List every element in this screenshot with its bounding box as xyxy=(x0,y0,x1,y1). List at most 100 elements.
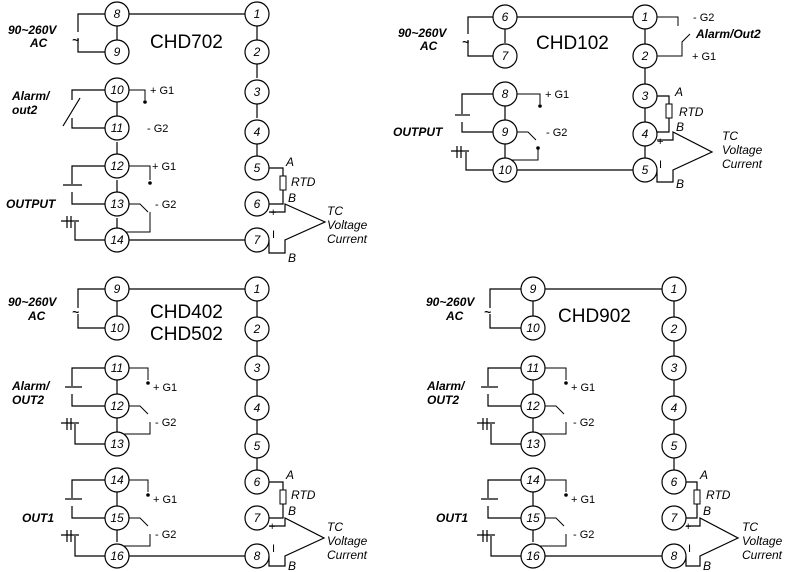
rtd-label: RTD xyxy=(706,488,731,502)
terminal-number: 7 xyxy=(254,233,262,247)
terminal-number: 9 xyxy=(114,45,121,59)
alarm-label: OUT2 xyxy=(427,393,459,407)
terminal-number: 3 xyxy=(254,361,261,375)
terminal-number: 5 xyxy=(254,439,261,453)
terminal-number: 2 xyxy=(670,322,678,336)
terminal-circle xyxy=(520,467,546,493)
terminal-circle xyxy=(104,315,130,341)
terminal-number: 14 xyxy=(110,233,124,247)
terminal-circle xyxy=(244,505,270,531)
voltage-label: Voltage xyxy=(327,534,368,548)
model-name-chd502: CHD502 xyxy=(150,324,223,345)
terminal-circle xyxy=(492,157,518,183)
tc-plus-sign: + xyxy=(657,136,663,148)
terminal-number: 8 xyxy=(254,549,261,563)
terminal-circle xyxy=(244,469,270,495)
terminal-number: 15 xyxy=(526,511,540,525)
terminal-circle xyxy=(492,81,518,107)
terminal-circle xyxy=(632,157,658,183)
terminal-number: 6 xyxy=(671,475,678,489)
terminal-circle xyxy=(661,543,687,569)
terminal-number: 10 xyxy=(526,321,540,335)
terminal-number: 5 xyxy=(642,163,649,177)
ac-label: AC xyxy=(419,39,438,53)
terminal-number: 16 xyxy=(110,549,124,563)
tc-terminal-b: B xyxy=(703,559,711,572)
terminal-circle xyxy=(492,4,518,30)
terminal-number: 8 xyxy=(671,549,678,563)
tc-minus-sign: I xyxy=(272,543,275,555)
terminal-circle xyxy=(520,315,546,341)
terminal-number: 1 xyxy=(254,282,261,296)
terminal-number: 14 xyxy=(110,473,124,487)
rtd-terminal-b: B xyxy=(676,120,684,134)
terminal-circle xyxy=(104,39,130,65)
terminal-number: 6 xyxy=(254,197,261,211)
terminal-circle xyxy=(520,543,546,569)
ac-voltage-label: 90~260V xyxy=(8,295,57,309)
tc-label: TC xyxy=(742,520,758,534)
ac-tilde: ~ xyxy=(72,305,79,319)
terminal-circle xyxy=(244,119,270,145)
terminal-circle xyxy=(661,316,687,342)
g2-sign: - G2 xyxy=(155,199,176,211)
terminal-circle xyxy=(244,155,270,181)
alarm-label: Alarm/ xyxy=(11,89,51,103)
tc-minus-sign: I xyxy=(688,543,691,555)
terminal-circle xyxy=(520,276,546,302)
terminal-number: 15 xyxy=(110,511,124,525)
terminal-number: 3 xyxy=(671,361,678,375)
terminal-number: 2 xyxy=(253,322,261,336)
terminal-circle xyxy=(520,355,546,381)
output-label: OUT1 xyxy=(22,511,54,525)
terminal-number: 4 xyxy=(671,401,678,415)
terminal-circle xyxy=(492,43,518,69)
rtd-terminal-b: B xyxy=(703,504,711,518)
terminal-number: 7 xyxy=(254,511,262,525)
g2-sign: - G2 xyxy=(147,123,168,135)
terminal-number: 7 xyxy=(502,49,510,63)
tc-terminal-b: B xyxy=(676,177,684,191)
terminal-number: 12 xyxy=(110,399,124,413)
terminal-number: 13 xyxy=(110,437,124,451)
terminal-circle xyxy=(104,77,130,103)
terminal-number: 14 xyxy=(526,473,540,487)
terminal-circle xyxy=(104,467,130,493)
ac-label: AC xyxy=(29,36,48,50)
ac-voltage-label: 90~260V xyxy=(398,26,447,40)
g1-sign: + G1 xyxy=(153,382,177,394)
tc-label: TC xyxy=(327,520,343,534)
g1-sign: + G1 xyxy=(152,161,176,173)
terminal-number: 3 xyxy=(642,89,649,103)
terminal-number: 1 xyxy=(671,282,678,296)
g1-sign: + G1 xyxy=(153,494,177,506)
tc-minus-sign: I xyxy=(272,229,275,241)
tc-label: TC xyxy=(327,204,343,218)
terminal-circle xyxy=(104,153,130,179)
terminal-circle xyxy=(244,395,270,421)
terminal-number: 9 xyxy=(502,125,509,139)
ac-tilde: ~ xyxy=(72,33,79,47)
terminal-circle xyxy=(104,1,130,27)
model-name-chd902: CHD902 xyxy=(558,306,631,327)
terminal-circle xyxy=(104,276,130,302)
terminal-circle xyxy=(244,543,270,569)
terminal-circle xyxy=(244,355,270,381)
tc-plus-sign: + xyxy=(269,521,275,533)
terminal-circle xyxy=(244,1,270,27)
tc-plus-sign: + xyxy=(685,521,691,533)
terminal-circle xyxy=(244,39,270,65)
alarm-label: Alarm/Out2 xyxy=(695,27,761,41)
terminal-number: 10 xyxy=(498,163,512,177)
terminal-circle xyxy=(104,115,130,141)
terminal-circle xyxy=(104,227,130,253)
tc-terminal-b: B xyxy=(288,559,296,572)
model-name-chd102: CHD102 xyxy=(536,33,609,54)
terminal-circle xyxy=(104,191,130,217)
current-label: Current xyxy=(742,548,783,562)
current-label: Current xyxy=(327,232,368,246)
rtd-label: RTD xyxy=(679,105,704,119)
terminal-number: 8 xyxy=(114,7,121,21)
